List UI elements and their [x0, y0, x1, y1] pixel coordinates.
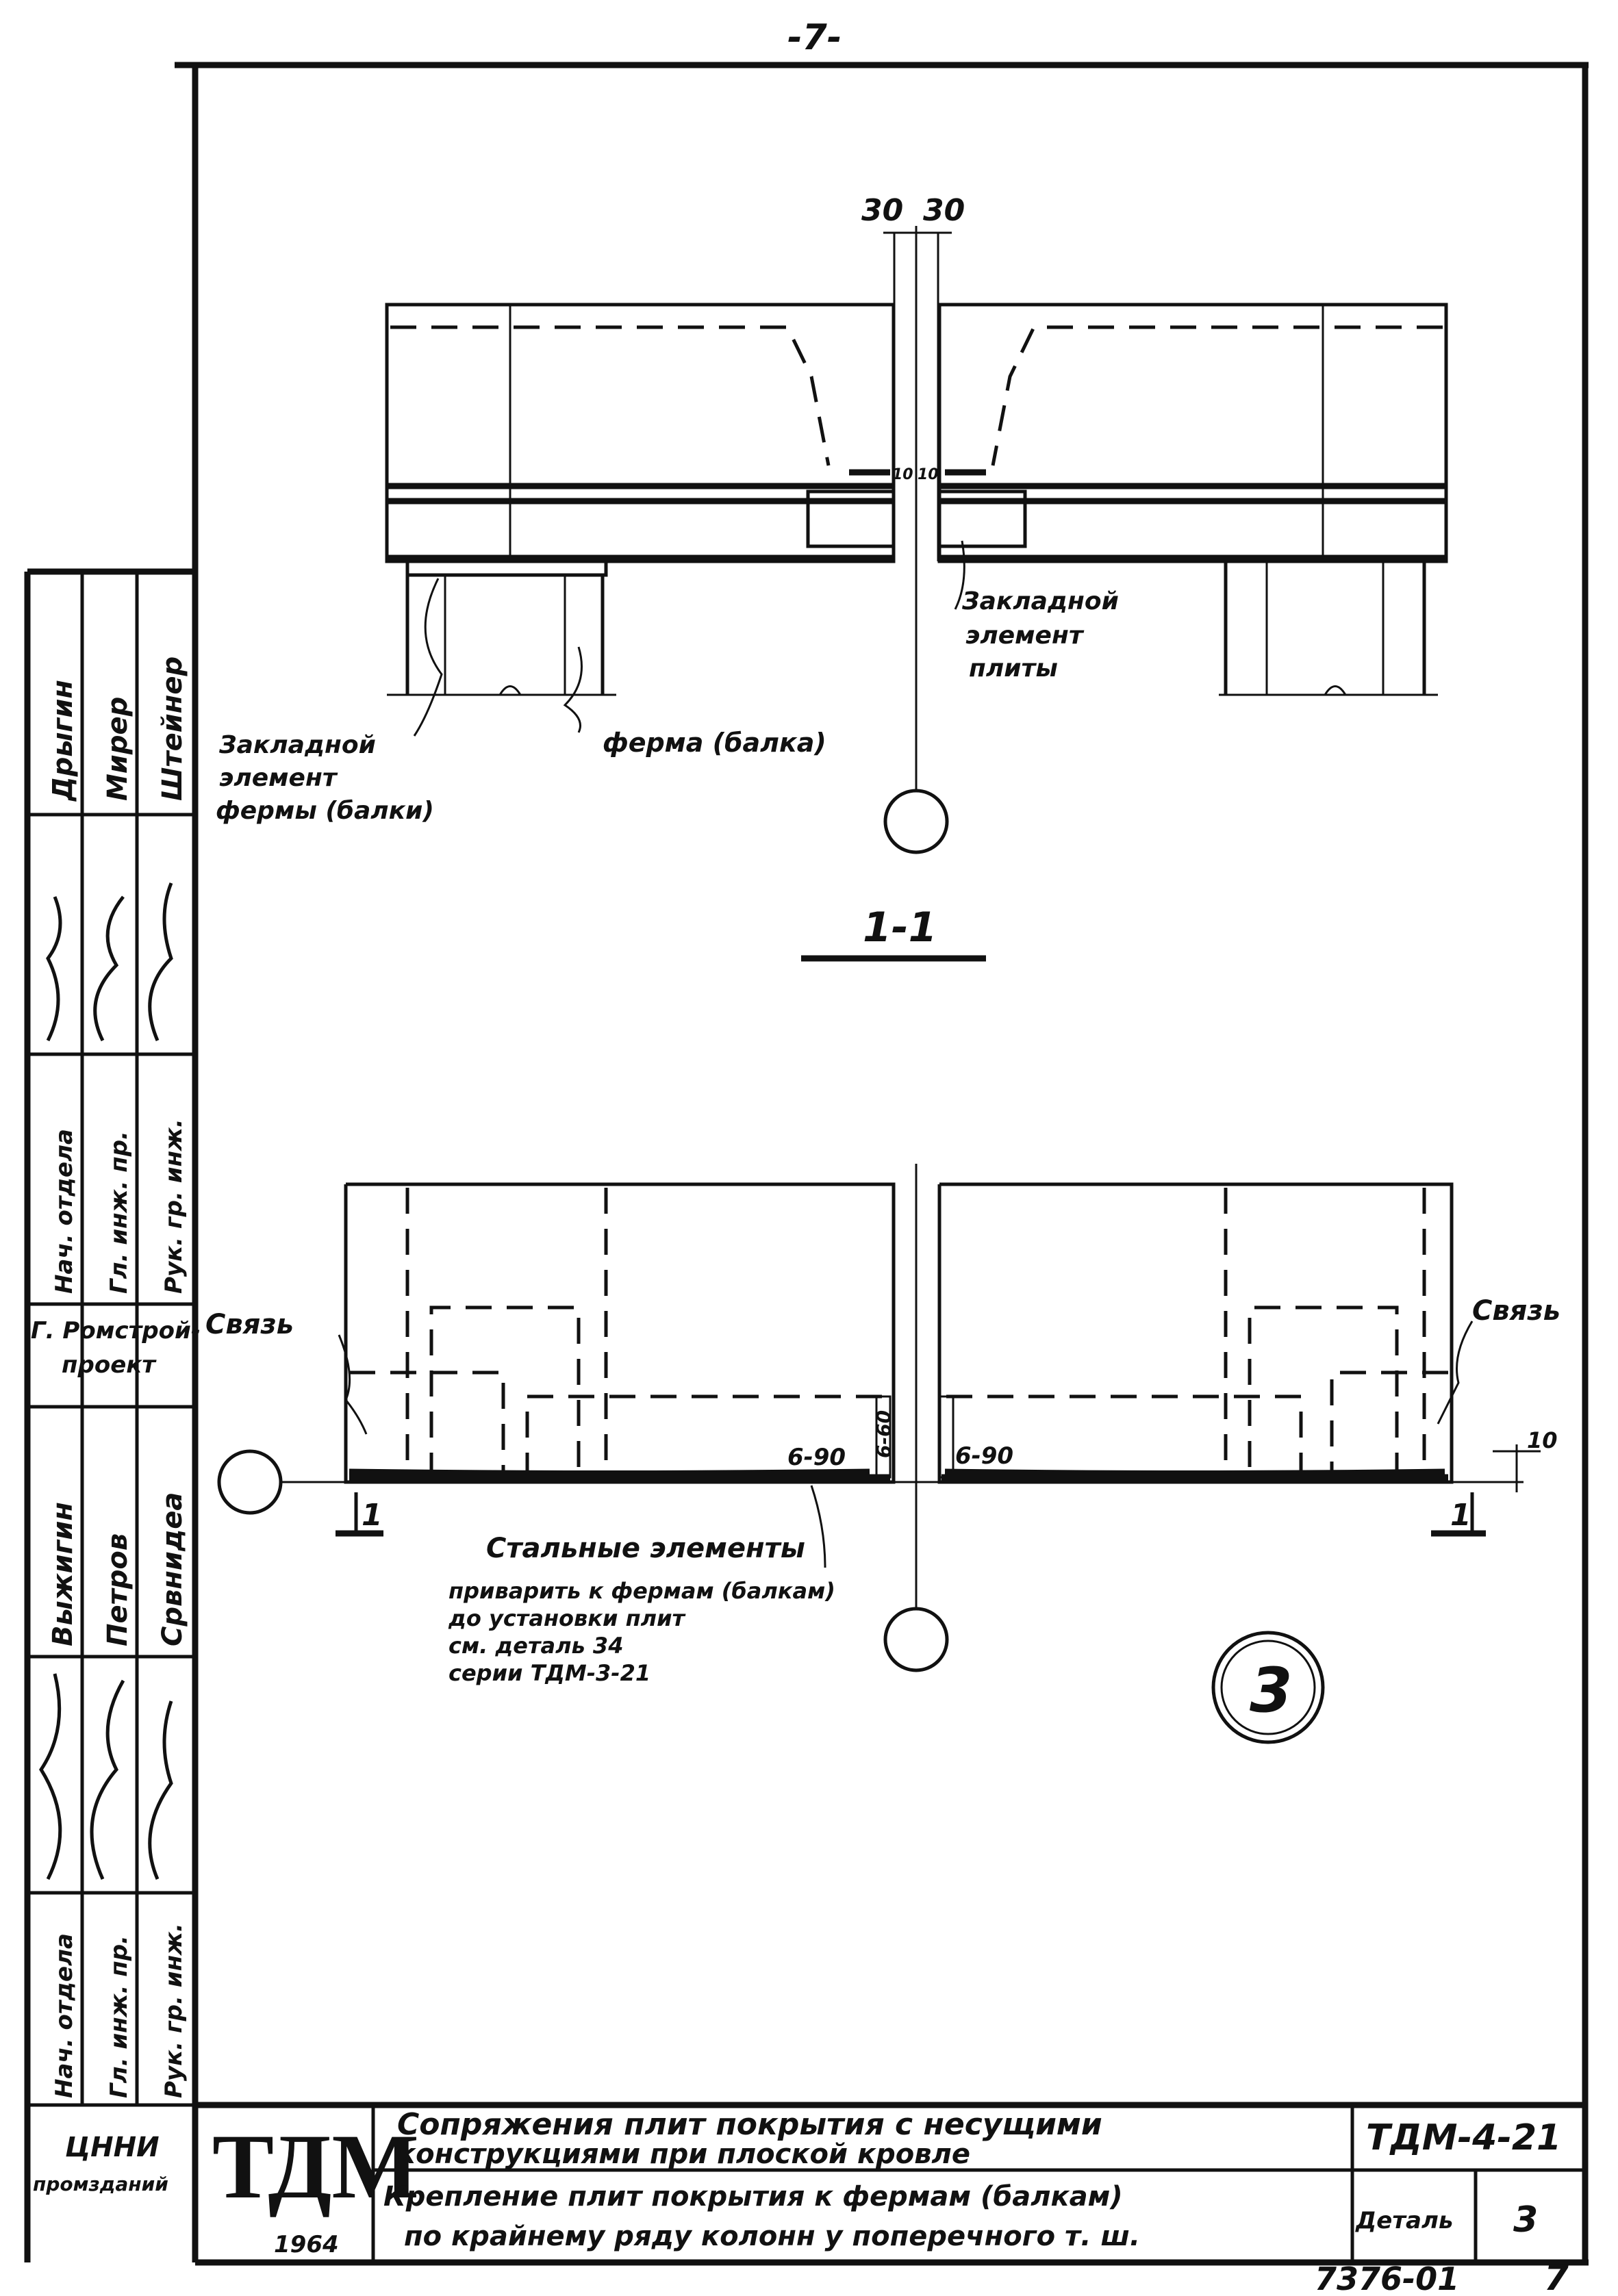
callout-truss-embed-3: фермы (балки) — [216, 797, 434, 825]
role-bottom-3: Рук. гр. инж. — [160, 1923, 188, 2098]
svg-text:1-1: 1-1 — [863, 904, 937, 952]
callout-plate-embed-1: Закладной — [961, 587, 1119, 615]
footer-code: 7376-01 — [1315, 2260, 1459, 2296]
callout-truss: ферма (балка) — [603, 728, 826, 758]
signature-top — [46, 882, 173, 1042]
weld-right: 6-90 — [955, 1442, 1013, 1470]
signature-bottom — [39, 1673, 173, 1880]
detail-no: 3 — [1513, 2199, 1538, 2241]
org-bottom-2: промзданий — [33, 2173, 168, 2195]
dim-edge: 10 — [1527, 1427, 1558, 1453]
weld-left: 6-90 — [787, 1444, 846, 1471]
title-block: ТДМ 1964 Сопряжения плит покрытия с несу… — [195, 2102, 1585, 2262]
note-line-1: Стальные элементы — [486, 1533, 805, 1564]
role-top-2: Гл. инж. пр. — [105, 1131, 133, 1294]
title-line-1: Сопряжения плит покрытия с несущими — [397, 2107, 1102, 2142]
page-number: -7- — [787, 17, 842, 58]
callout-plate-embed-3: плиты — [969, 654, 1058, 683]
title-line-2: конструкциями при плоской кровле — [397, 2139, 970, 2170]
logo: ТДМ — [212, 2116, 419, 2218]
org-2: проект — [62, 1351, 157, 1379]
org-bottom-1: ЦННИ — [65, 2132, 160, 2163]
role-bottom-2: Гл. инж. пр. — [105, 1935, 133, 2098]
top-section: 30 30 10 10 Закладной элемент плиты Закл… — [216, 193, 1448, 854]
note-line-5: серии ТДМ-3-21 — [448, 1660, 650, 1686]
weld-vertical: 6-60 — [872, 1410, 895, 1458]
cut-right: 1 — [1450, 1498, 1471, 1533]
bond-right: Связь — [1472, 1295, 1560, 1327]
note-line-4: см. деталь 34 — [448, 1633, 623, 1659]
role-top-1: Нач. отдела — [51, 1129, 78, 1294]
name-top-3: Штейнер — [157, 656, 188, 801]
callout-plate-embed-2: элемент — [965, 622, 1085, 650]
section-label-1-1: 1-1 — [801, 904, 986, 962]
name-bottom-1: Выжигин — [47, 1502, 79, 1646]
sheet-frame — [175, 62, 1589, 2266]
sub-line-2: по крайнему ряду колонн у поперечного т.… — [404, 2221, 1140, 2252]
role-top-3: Рук. гр. инж. — [160, 1119, 188, 1294]
name-top-1: Дрыгин — [47, 680, 79, 802]
detail-label: Деталь — [1355, 2207, 1453, 2234]
gap-left-10: 10 — [892, 466, 913, 483]
gap-right-10: 10 — [918, 466, 939, 483]
callout-truss-embed-1: Закладной — [218, 731, 376, 759]
dim-right-30: 30 — [923, 193, 965, 228]
dim-left-30: 30 — [861, 193, 903, 228]
year: 1964 — [274, 2231, 339, 2258]
footer-page: 7 — [1544, 2258, 1569, 2296]
side-stamp: Дрыгин Мирер Штейнер Нач. отдела Гл. инж… — [24, 568, 201, 2262]
name-bottom-3: Срвнидеа — [157, 1492, 188, 1646]
series-code: ТДМ-4-21 — [1366, 2117, 1561, 2158]
name-bottom-2: Петров — [102, 1533, 134, 1646]
detail-number-bubble: 3 — [1211, 1631, 1325, 1744]
bond-left: Связь — [205, 1309, 294, 1340]
org-1: Г. Ромстрой- — [31, 1317, 201, 1344]
role-bottom-1: Нач. отдела — [51, 1933, 78, 2098]
bottom-section: 1 1 10 Связь Связь 6-90 6-60 6-90 Стальн… — [205, 1164, 1560, 1686]
svg-text:3: 3 — [1250, 1655, 1293, 1726]
note-line-3: до установки плит — [448, 1605, 687, 1631]
sub-line-1: Крепление плит покрытия к фермам (балкам… — [383, 2181, 1123, 2212]
name-top-2: Мирер — [102, 697, 134, 801]
callout-truss-embed-2: элемент — [219, 764, 338, 792]
cut-left: 1 — [362, 1498, 383, 1533]
note-line-2: приварить к фермам (балкам) — [448, 1578, 835, 1604]
